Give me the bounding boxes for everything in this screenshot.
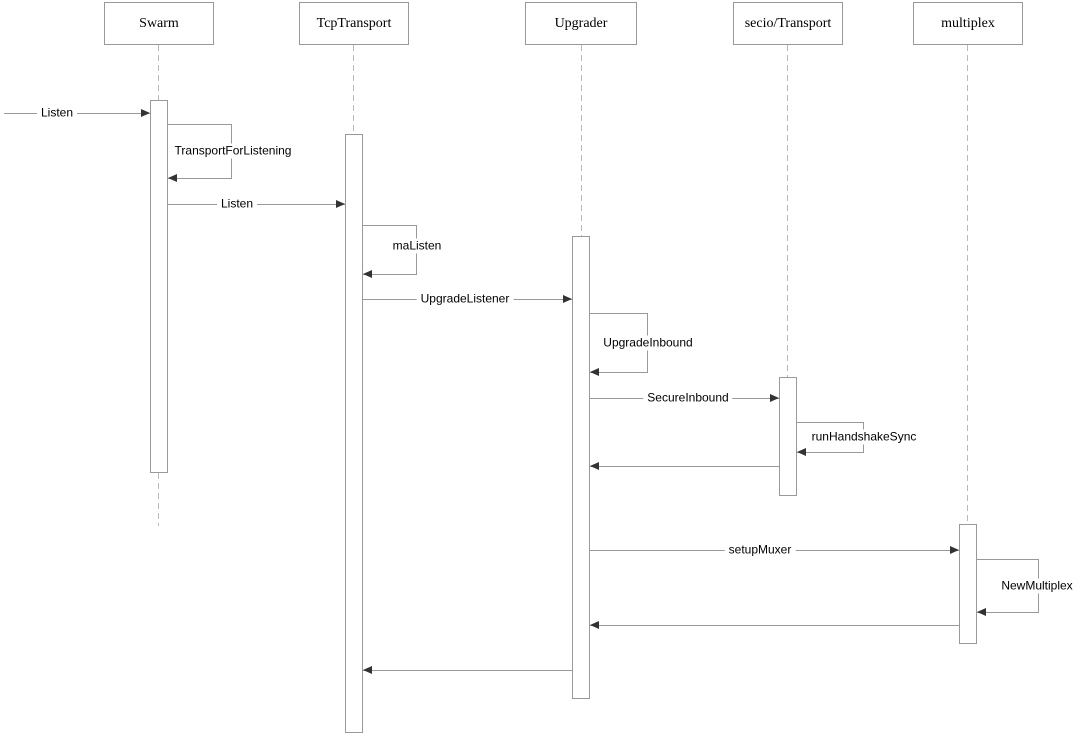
lifeline-swarm <box>158 45 159 100</box>
activation-tcptransport <box>345 134 363 733</box>
activation-upgrader <box>572 236 590 699</box>
message-return-secio-to-upgrader-arrowhead-icon <box>590 462 599 470</box>
lifeline-upgrader <box>581 45 582 236</box>
message-secure-inbound-arrowhead-icon <box>770 394 779 402</box>
message-return-secio-to-upgrader-line <box>590 466 779 467</box>
message-listen-external-arrowhead-icon <box>141 109 150 117</box>
participant-tcptransport-label: TcpTransport <box>316 15 392 31</box>
activation-multiplex <box>959 524 977 644</box>
message-upgrade-inbound-label: UpgradeInbound <box>599 335 697 351</box>
participant-swarm-label: Swarm <box>139 15 179 31</box>
message-listen-label: Listen <box>216 196 258 212</box>
message-setup-muxer-arrowhead-icon <box>950 546 959 554</box>
message-return-upgrader-to-tcp-arrowhead-icon <box>363 666 372 674</box>
message-secure-inbound-label: SecureInbound <box>643 390 733 406</box>
lifeline-secio-transport <box>787 45 788 377</box>
lifeline-tcptransport <box>353 45 354 134</box>
participant-secio-transport-label: secio/Transport <box>744 15 832 31</box>
message-new-multiplex-arrowhead-icon <box>977 608 986 616</box>
lifeline-multiplex <box>967 45 968 524</box>
activation-swarm <box>150 100 168 473</box>
participant-upgrader: Upgrader <box>525 2 637 45</box>
message-run-handshake-sync-arrowhead-icon <box>797 448 806 456</box>
lifeline-swarm-tail <box>158 473 159 526</box>
activation-secio-transport <box>779 377 797 496</box>
message-ma-listen-label: maListen <box>388 238 446 254</box>
message-return-multiplex-to-upgrader-line <box>590 625 959 626</box>
participant-multiplex: multiplex <box>913 2 1023 45</box>
message-upgrade-listener-arrowhead-icon <box>563 295 572 303</box>
message-upgrade-listener-label: UpgradeListener <box>416 291 514 307</box>
participant-secio-transport: secio/Transport <box>733 2 843 45</box>
message-setup-muxer-label: setupMuxer <box>724 542 796 558</box>
message-run-handshake-sync-label: runHandshakeSync <box>807 429 921 445</box>
message-transport-for-listening-arrowhead-icon <box>168 174 177 182</box>
message-return-multiplex-to-upgrader-arrowhead-icon <box>590 621 599 629</box>
message-upgrade-inbound-arrowhead-icon <box>590 368 599 376</box>
message-ma-listen-arrowhead-icon <box>363 270 372 278</box>
participant-tcptransport: TcpTransport <box>299 2 409 45</box>
participant-swarm: Swarm <box>104 2 214 45</box>
message-new-multiplex-label: NewMultiplex <box>997 578 1077 594</box>
message-return-upgrader-to-tcp-line <box>363 670 572 671</box>
message-transport-for-listening-label: TransportForListening <box>170 143 296 159</box>
participant-multiplex-label: multiplex <box>941 15 995 31</box>
message-listen-arrowhead-icon <box>336 200 345 208</box>
message-listen-external-label: Listen <box>36 105 78 121</box>
participant-upgrader-label: Upgrader <box>554 15 608 31</box>
